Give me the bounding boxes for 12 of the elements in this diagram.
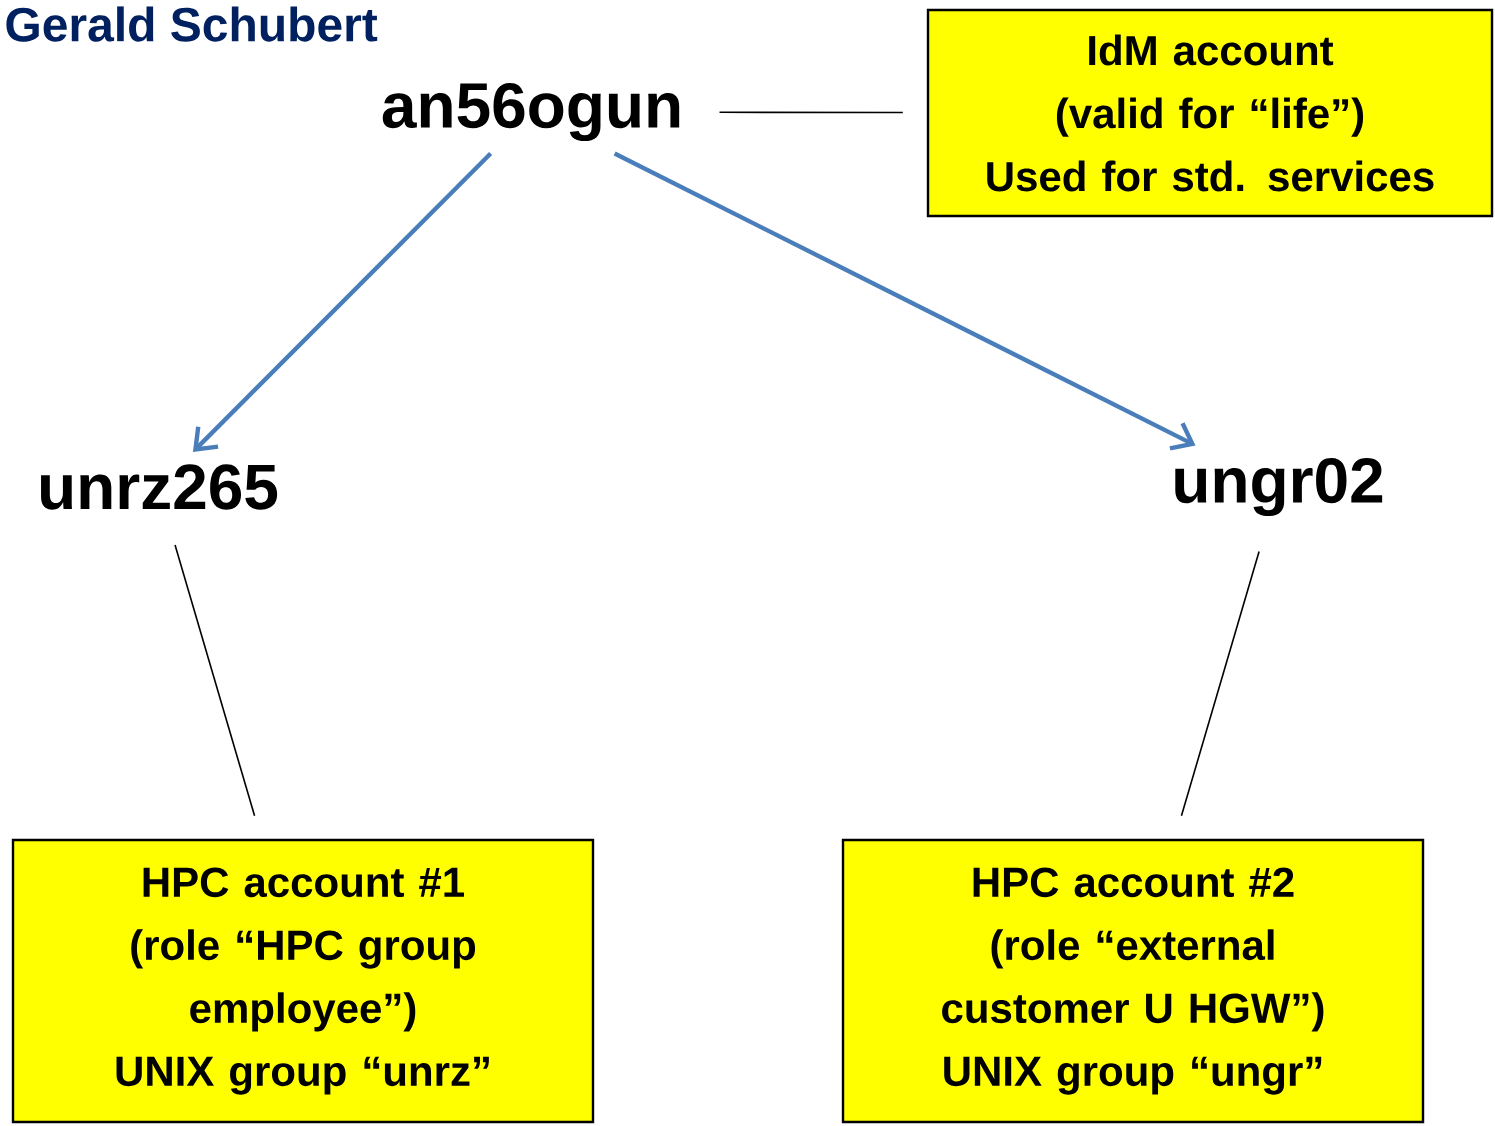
account-name: ungr02 (1175, 457, 1383, 517)
arrow (192, 151, 493, 452)
leader-line (718, 111, 904, 114)
account-name: unrz265 (41, 464, 278, 510)
author-name: Gerald Schubert (6, 6, 378, 42)
arrow (613, 151, 1196, 451)
account-name: an56ogun (382, 82, 680, 142)
leader-line (174, 544, 256, 817)
account-box: IdM account (valid for “life”) Used for std. services (926, 8, 1494, 218)
leader-line (1180, 550, 1260, 817)
account-box: HPC account #2 (role “external customer U HGW”) UNIX group “ungr” (841, 838, 1425, 1124)
account-box: HPC account #1 (role “HPC group employee”) UNIX group “unrz” (11, 838, 595, 1124)
